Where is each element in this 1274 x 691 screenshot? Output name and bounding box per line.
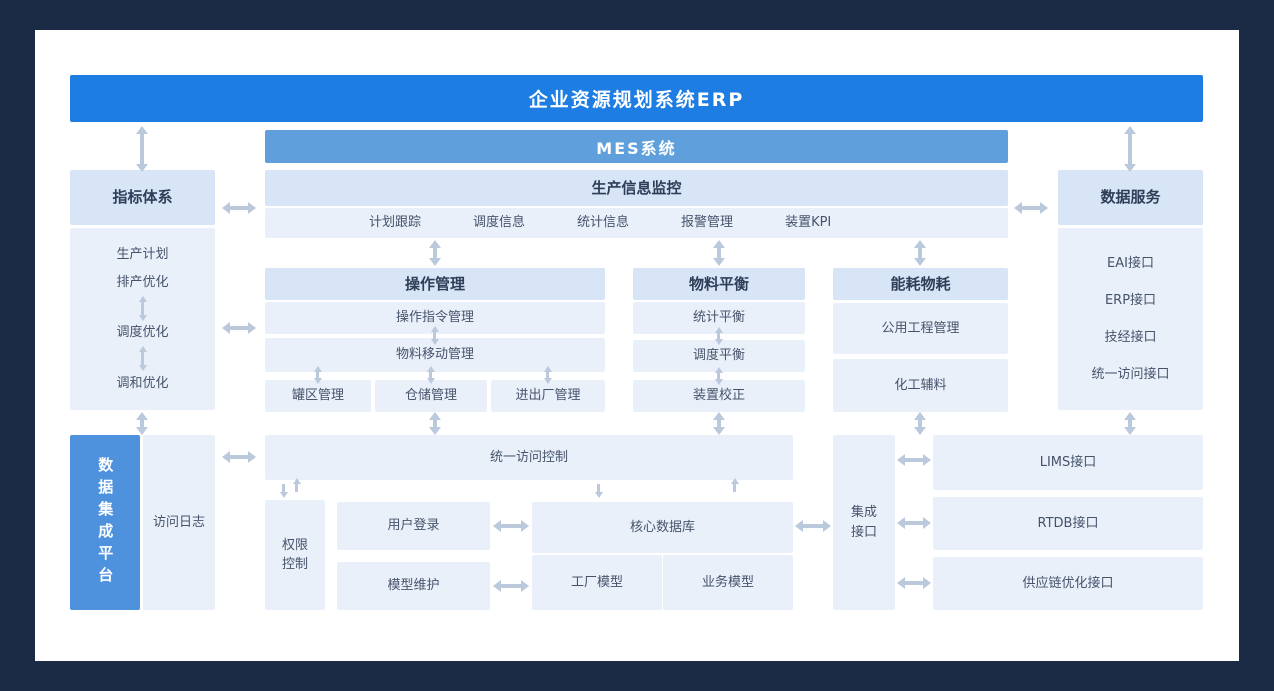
unified-access-control-box: 统一访问控制 bbox=[265, 435, 793, 480]
arrow-command-material bbox=[430, 326, 439, 345]
monitoring-item: 报警管理 bbox=[681, 215, 734, 231]
permission-control-box: 权限控制 bbox=[265, 500, 325, 610]
data-services-item: 统一访问接口 bbox=[1091, 366, 1170, 382]
indicator-system-list: 生产计划 排产优化 调度优化 调和优化 bbox=[70, 228, 215, 410]
erp-banner: 企业资源规划系统ERP bbox=[70, 75, 1203, 122]
indicator-item: 调和优化 bbox=[116, 375, 169, 391]
arrow-integration-lims bbox=[897, 454, 931, 466]
chemical-auxiliary-box: 化工辅料 bbox=[833, 359, 1008, 412]
data-services-item: EAI接口 bbox=[1107, 255, 1154, 271]
data-services-header: 数据服务 bbox=[1058, 170, 1203, 225]
double-arrow-v-icon bbox=[138, 345, 147, 371]
arrow-integration-rtdb bbox=[897, 517, 931, 529]
monitoring-item: 计划跟踪 bbox=[369, 215, 422, 231]
gate-inout-box: 进出厂管理 bbox=[491, 380, 605, 412]
indicator-item: 调度优化 bbox=[116, 325, 169, 341]
core-database-box: 核心数据库 bbox=[532, 502, 793, 553]
user-login-box: 用户登录 bbox=[337, 502, 490, 550]
arrow-indicator-operation bbox=[222, 322, 256, 334]
arrow-services-lims bbox=[1124, 412, 1136, 435]
arrow-indicator-accesslog bbox=[136, 412, 148, 435]
double-arrow-v-icon bbox=[138, 295, 147, 321]
indicator-item: 排产优化 bbox=[116, 275, 169, 291]
data-integration-platform-bar: 数据集成平台 bbox=[70, 435, 140, 610]
business-model-box: 业务模型 bbox=[663, 555, 793, 610]
arrow-model-coredb bbox=[493, 580, 529, 592]
arrow-permission-access-up bbox=[292, 478, 301, 492]
device-calibration-box: 装置校正 bbox=[633, 380, 805, 412]
indicator-system-header: 指标体系 bbox=[70, 170, 215, 225]
tank-area-box: 罐区管理 bbox=[265, 380, 371, 412]
indicator-item: 生产计划 bbox=[116, 246, 169, 262]
warehouse-box: 仓储管理 bbox=[375, 380, 487, 412]
dispatch-balance-box: 调度平衡 bbox=[633, 340, 805, 372]
material-balance-header: 物料平衡 bbox=[633, 268, 805, 300]
arrow-monitoring-operation bbox=[429, 240, 441, 266]
data-services-list: EAI接口 ERP接口 技经接口 统一访问接口 bbox=[1058, 228, 1203, 410]
supply-chain-interface-box: 供应链优化接口 bbox=[933, 557, 1203, 610]
monitoring-item: 调度信息 bbox=[473, 215, 526, 231]
arrow-access-coredb-down bbox=[594, 484, 603, 498]
arrow-energy-integration bbox=[914, 412, 926, 435]
arrow-monitoring-services bbox=[1014, 202, 1048, 214]
monitoring-item: 统计信息 bbox=[577, 215, 630, 231]
arrow-material-gate bbox=[543, 366, 552, 384]
lims-interface-box: LIMS接口 bbox=[933, 435, 1203, 490]
data-services-item: 技经接口 bbox=[1104, 329, 1157, 345]
access-log-box: 访问日志 bbox=[143, 435, 215, 610]
arrow-balance-access bbox=[713, 412, 725, 435]
arrow-material-warehouse bbox=[426, 366, 435, 384]
utility-engineering-box: 公用工程管理 bbox=[833, 303, 1008, 354]
production-monitoring-header: 生产信息监控 bbox=[265, 170, 1008, 206]
diagram-canvas: 企业资源规划系统ERP MES系统 指标体系 生产计划 排产优化 调度优化 调和… bbox=[35, 30, 1239, 661]
arrow-operation-access bbox=[429, 412, 441, 435]
arrow-monitoring-balance bbox=[713, 240, 725, 266]
factory-model-box: 工厂模型 bbox=[532, 555, 662, 610]
arrow-coredb-access-up bbox=[730, 478, 739, 492]
arrow-coredb-integration bbox=[795, 520, 831, 532]
arrow-integration-scm bbox=[897, 577, 931, 589]
monitoring-item: 装置KPI bbox=[785, 215, 832, 231]
arrow-monitoring-energy bbox=[914, 240, 926, 266]
production-monitoring-row: 计划跟踪 调度信息 统计信息 报警管理 装置KPI bbox=[265, 208, 1008, 238]
arrow-material-tank bbox=[313, 366, 322, 384]
rtdb-interface-box: RTDB接口 bbox=[933, 497, 1203, 550]
arrow-indicator-monitoring bbox=[222, 202, 256, 214]
arrow-erp-services bbox=[1124, 126, 1136, 172]
arrow-login-coredb bbox=[493, 520, 529, 532]
energy-consumption-header: 能耗物耗 bbox=[833, 268, 1008, 300]
arrow-access-permission-down bbox=[279, 484, 288, 498]
arrow-stat-dispatch bbox=[714, 327, 723, 345]
arrow-accesslog-access bbox=[222, 451, 256, 463]
arrow-dispatch-calibration bbox=[714, 367, 723, 385]
model-maintenance-box: 模型维护 bbox=[337, 562, 490, 610]
mes-banner: MES系统 bbox=[265, 130, 1008, 163]
operation-management-header: 操作管理 bbox=[265, 268, 605, 300]
arrow-erp-indicator bbox=[136, 126, 148, 172]
data-services-item: ERP接口 bbox=[1104, 292, 1157, 308]
integration-interface-box: 集成接口 bbox=[833, 435, 895, 610]
